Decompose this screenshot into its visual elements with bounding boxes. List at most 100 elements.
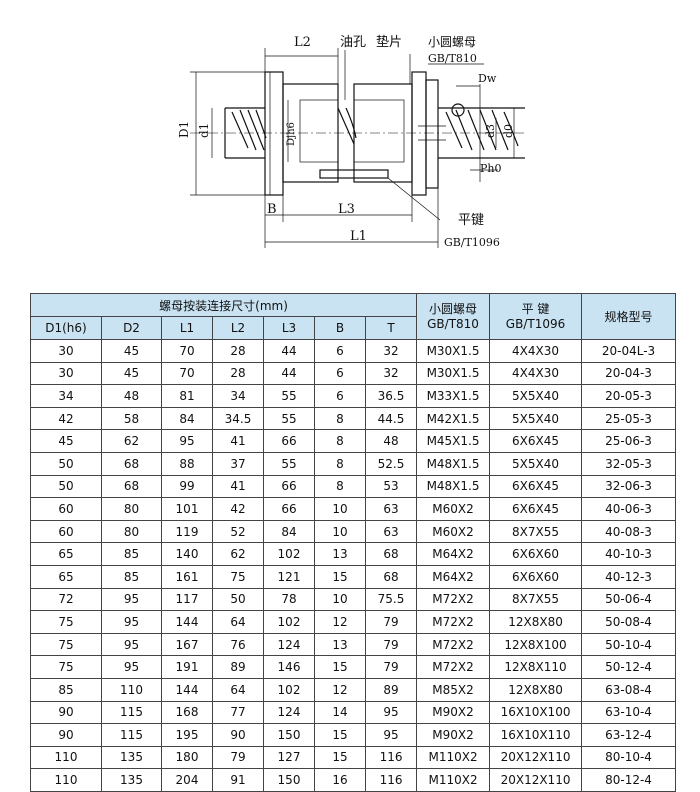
table-cell: 119 [161, 519, 213, 544]
table-cell: 102 [263, 542, 315, 566]
table-cell: 75.5 [364, 587, 418, 612]
table-cell: 150 [263, 768, 315, 792]
nut-dimension-table: 螺母按装连接尺寸(mm) 小圆螺母 GB/T810 平 键 GB/T1096 规… [29, 293, 677, 792]
table-cell: 5X5X40 [489, 451, 583, 476]
table-cell: 85 [30, 677, 102, 702]
table-cell: 79 [212, 745, 264, 770]
table-cell: 76 [212, 632, 264, 657]
table-cell: 14 [314, 700, 366, 725]
label-key: 平键 [458, 213, 484, 228]
table-cell: M48X1.5 [416, 474, 491, 499]
table-cell: 95 [101, 587, 162, 612]
table-cell: 60 [30, 519, 102, 544]
table-cell: 62 [212, 542, 264, 566]
col-header-key: 平 键 GB/T1096 [489, 293, 583, 340]
label-d1-inner: d1 [197, 123, 211, 138]
table-cell: 45 [101, 361, 162, 386]
table-cell: 80 [101, 519, 162, 544]
table-cell: 70 [161, 361, 213, 386]
table-cell: 91 [212, 768, 264, 792]
table-cell: 116 [364, 768, 418, 792]
table-cell: 85 [101, 564, 162, 589]
table-cell: 140 [161, 542, 213, 566]
table-cell: 40-06-3 [581, 497, 677, 521]
label-oil-hole: 油孔 [340, 35, 366, 50]
table-cell: 32 [364, 339, 418, 363]
table-cell: M30X1.5 [416, 361, 491, 386]
table-cell: 8 [314, 429, 366, 453]
table-cell: 127 [263, 745, 315, 770]
table-cell: 25-06-3 [581, 429, 677, 453]
table-cell: 6 [314, 361, 366, 386]
group-header: 螺母按装连接尺寸(mm) [29, 293, 418, 317]
table-cell: 45 [101, 339, 162, 363]
table-cell: 50 [30, 474, 102, 499]
table-cell: 44 [263, 339, 315, 363]
table-cell: 80-10-4 [581, 745, 677, 770]
table-cell: 63-10-4 [581, 700, 677, 725]
table-cell: 68 [364, 564, 418, 589]
table-cell: 50-12-4 [581, 655, 677, 679]
ball-screw-nut-drawing: L2 油孔 垫片 小圆螺母 GB/T810 Dw D1 d1 Djh6 d3 d… [177, 34, 525, 249]
label-small-nut: 小圆螺母 [428, 35, 476, 49]
table-cell: 36.5 [364, 384, 418, 408]
table-cell: M64X2 [416, 542, 491, 566]
table-cell: 32-05-3 [581, 451, 677, 476]
label-key-std: GB/T1096 [444, 236, 500, 249]
table-cell: 191 [161, 655, 213, 679]
table-cell: 13 [314, 632, 366, 657]
table-cell: 8X7X55 [489, 519, 583, 544]
table-cell: 12X8X80 [489, 677, 583, 702]
table-cell: 144 [161, 677, 213, 702]
table-cell: 42 [212, 497, 264, 521]
table-cell: 168 [161, 700, 213, 725]
table-cell: M110X2 [416, 745, 491, 770]
table-cell: 15 [314, 655, 366, 679]
table-cell: 195 [161, 723, 213, 747]
table-cell: 12 [314, 610, 366, 634]
table-cell: 75 [212, 564, 264, 589]
table-header-row-1: 螺母按装连接尺寸(mm) 小圆螺母 GB/T810 平 键 GB/T1096 规… [29, 293, 677, 340]
table-cell: M48X1.5 [416, 451, 491, 476]
table-cell: 110 [30, 768, 102, 792]
table-cell: 66 [263, 429, 315, 453]
table-cell: M85X2 [416, 677, 491, 702]
table-cell: 16X10X110 [489, 723, 583, 747]
flat-key [319, 169, 389, 179]
small-round-nut [411, 71, 427, 196]
label-d1-outer: D1 [177, 121, 191, 138]
table-cell: 79 [364, 610, 418, 634]
table-cell: M72X2 [416, 632, 491, 657]
table-cell: 6X6X45 [489, 497, 583, 521]
table-cell: M30X1.5 [416, 339, 491, 363]
table-cell: 204 [161, 768, 213, 792]
table-cell: 79 [364, 655, 418, 679]
table-cell: 12X8X100 [489, 632, 583, 657]
table-cell: 53 [364, 474, 418, 499]
label-d3: d3 [484, 124, 497, 138]
table-cell: 63 [364, 519, 418, 544]
table-cell: M90X2 [416, 723, 491, 747]
table-cell: 25-05-3 [581, 406, 677, 431]
table-cell: M33X1.5 [416, 384, 491, 408]
table-cell: M60X2 [416, 519, 491, 544]
table-cell: 15 [314, 745, 366, 770]
table-cell: 6 [314, 384, 366, 408]
table-cell: 64 [212, 677, 264, 702]
table-cell: 68 [364, 542, 418, 566]
label-ph0: Ph0 [480, 162, 501, 175]
table-cell: 68 [101, 451, 162, 476]
table-cell: 10 [314, 497, 366, 521]
table-cell: 40-12-3 [581, 564, 677, 589]
label-d0: d0 [502, 124, 515, 138]
table-cell: 15 [314, 723, 366, 747]
left-screw-shaft [224, 107, 267, 159]
table-cell: 101 [161, 497, 213, 521]
table-cell: 95 [101, 610, 162, 634]
